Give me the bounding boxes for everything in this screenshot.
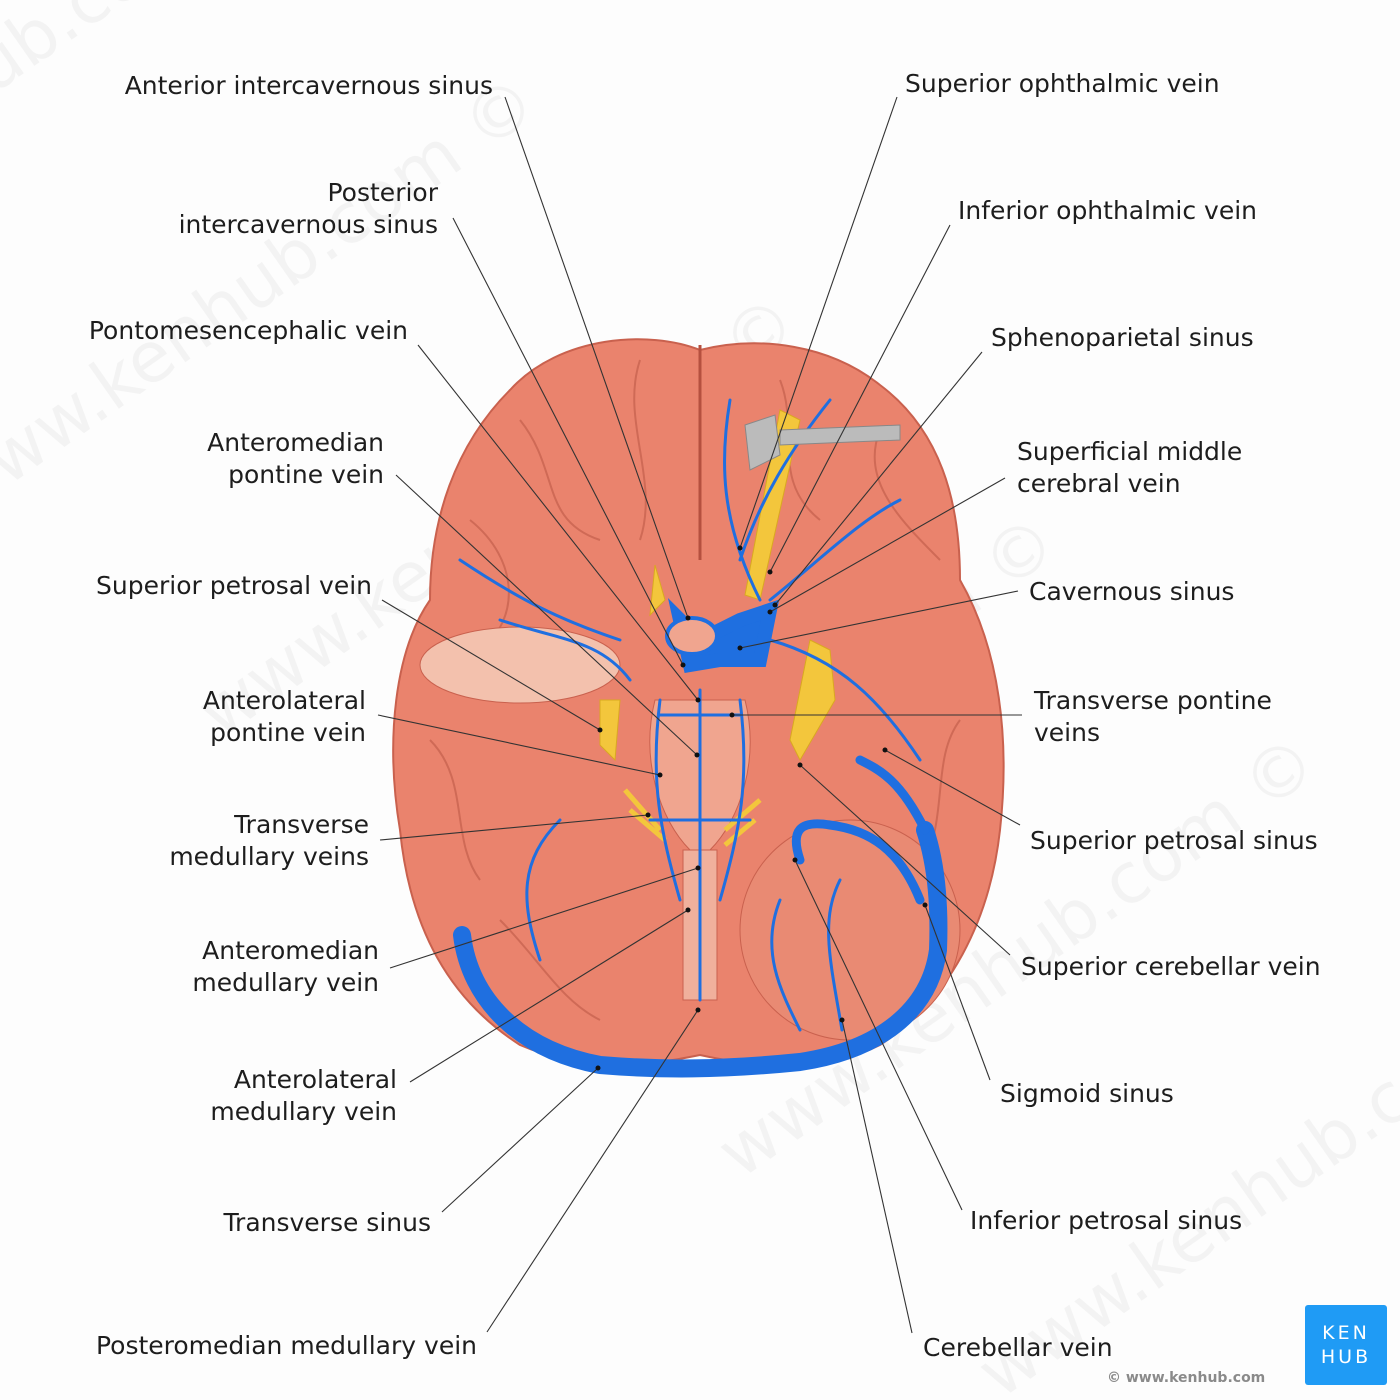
label-anteromedian-medullary-vein: Anteromedian <box>202 936 379 965</box>
cranial-nerves <box>599 409 836 847</box>
leader-line-inferior-petrosal-sinus <box>794 859 963 1211</box>
leader-line-pontomesencephalic-vein <box>417 344 699 701</box>
label-sphenoparietal-sinus: Sphenoparietal sinus <box>991 323 1254 352</box>
label-posterior-intercavernous-sinus: intercavernous sinus <box>179 210 438 239</box>
pointer-dot-inferior-ophthalmic-vein <box>767 569 773 575</box>
transverse-sinus-shape <box>453 821 948 1078</box>
pointer-dot-superior-cerebellar-vein <box>797 762 803 768</box>
clamp <box>744 414 901 471</box>
leader-line-anterolateral-pontine-vein <box>377 714 661 776</box>
label-anteromedian-pontine-vein: pontine vein <box>228 460 384 489</box>
pointer-dot-anteromedian-pontine-vein <box>694 752 700 758</box>
pointer-dot-sigmoid-sinus <box>922 902 928 908</box>
pointer-dot-sphenoparietal-sinus <box>772 602 778 608</box>
pointer-dot-transverse-sinus <box>595 1065 601 1071</box>
leader-line-cerebellar-vein <box>841 1019 913 1334</box>
pointer-dot-pontomesencephalic-vein <box>695 697 701 703</box>
leader-line-transverse-sinus <box>441 1067 599 1213</box>
label-posterior-intercavernous-sinus: Posterior <box>328 178 439 207</box>
leader-line-superior-ophthalmic-vein <box>739 96 898 549</box>
leader-line-transverse-medullary-veins <box>379 814 649 841</box>
label-anteromedian-pontine-vein: Anteromedian <box>207 428 384 457</box>
label-transverse-pontine-veins: veins <box>1034 718 1100 747</box>
label-anterolateral-pontine-vein: Anterolateral <box>203 686 366 715</box>
copyright-text: © www.kenhub.com <box>1107 1370 1266 1386</box>
label-cavernous-sinus: Cavernous sinus <box>1029 577 1234 606</box>
label-posteromedian-medullary-vein: Posteromedian medullary vein <box>96 1331 477 1360</box>
label-anterolateral-pontine-vein: pontine vein <box>210 718 366 747</box>
label-anterolateral-medullary-vein: medullary vein <box>210 1097 397 1126</box>
label-superficial-middle-cerebral-vein: cerebral vein <box>1017 469 1181 498</box>
label-pontomesencephalic-vein: Pontomesencephalic vein <box>89 316 408 345</box>
pointer-dot-inferior-petrosal-sinus <box>792 857 798 863</box>
leader-line-anteromedian-pontine-vein <box>395 474 698 756</box>
pointer-dot-anteromedian-medullary-vein <box>695 865 701 871</box>
pointer-dot-anterolateral-medullary-vein <box>685 907 691 913</box>
label-anteromedian-medullary-vein: medullary vein <box>192 968 379 997</box>
pointer-dot-transverse-medullary-veins <box>645 812 651 818</box>
leader-line-sigmoid-sinus <box>924 904 991 1081</box>
label-anterolateral-medullary-vein: Anterolateral <box>234 1065 397 1094</box>
label-superior-petrosal-vein: Superior petrosal vein <box>96 571 372 600</box>
label-sigmoid-sinus: Sigmoid sinus <box>1000 1079 1174 1108</box>
leader-line-sphenoparietal-sinus <box>774 351 983 606</box>
temporal-lobe-cut <box>419 626 621 704</box>
pointer-dot-superior-petrosal-vein <box>597 727 603 733</box>
leader-line-posteromedian-medullary-vein <box>486 1009 699 1333</box>
leader-line-superior-petrosal-vein <box>381 599 601 731</box>
label-transverse-medullary-veins: Transverse <box>233 810 369 839</box>
label-inferior-petrosal-sinus: Inferior petrosal sinus <box>970 1206 1242 1235</box>
pointer-dot-cavernous-sinus <box>737 645 743 651</box>
pointer-dot-cerebellar-vein <box>839 1017 845 1023</box>
logo-text-hub: HUB <box>1320 1346 1372 1368</box>
pointer-dot-superficial-middle-cerebral-vein <box>767 609 773 615</box>
label-superior-ophthalmic-vein: Superior ophthalmic vein <box>905 69 1220 98</box>
label-transverse-medullary-veins: medullary veins <box>169 842 369 871</box>
pointer-dot-anterior-intercavernous-sinus <box>685 615 691 621</box>
leader-line-superior-cerebellar-vein <box>799 764 1011 956</box>
leader-line-posterior-intercavernous-sinus <box>452 217 684 666</box>
label-superior-petrosal-sinus: Superior petrosal sinus <box>1030 826 1318 855</box>
leader-line-superficial-middle-cerebral-vein <box>769 477 1006 613</box>
leader-line-superior-petrosal-sinus <box>884 749 1021 826</box>
pointer-dot-superior-petrosal-sinus <box>882 747 888 753</box>
pointer-dot-transverse-pontine-veins <box>729 712 735 718</box>
label-transverse-pontine-veins: Transverse pontine <box>1033 686 1272 715</box>
leader-line-inferior-ophthalmic-vein <box>769 224 951 573</box>
leader-lines <box>377 96 1022 1334</box>
leader-line-anterior-intercavernous-sinus <box>504 96 689 619</box>
label-superficial-middle-cerebral-vein: Superficial middle <box>1017 437 1242 466</box>
leader-line-anteromedian-medullary-vein <box>389 867 699 969</box>
pointer-dot-posterior-intercavernous-sinus <box>680 662 686 668</box>
label-inferior-ophthalmic-vein: Inferior ophthalmic vein <box>958 196 1257 225</box>
leader-line-anterolateral-medullary-vein <box>409 909 689 1083</box>
leader-line-cavernous-sinus <box>739 590 1019 649</box>
label-transverse-sinus: Transverse sinus <box>222 1208 431 1237</box>
pointer-dot-superior-ophthalmic-vein <box>737 545 743 551</box>
pointer-dot-anterolateral-pontine-vein <box>657 772 663 778</box>
brain-illustration <box>392 338 1005 1078</box>
label-cerebellar-vein: Cerebellar vein <box>923 1333 1113 1362</box>
logo-text-ken: KEN <box>1322 1322 1370 1344</box>
label-superior-cerebellar-vein: Superior cerebellar vein <box>1021 952 1321 981</box>
pointer-dot-posteromedian-medullary-vein <box>695 1007 701 1013</box>
label-anterior-intercavernous-sinus: Anterior intercavernous sinus <box>125 71 493 100</box>
